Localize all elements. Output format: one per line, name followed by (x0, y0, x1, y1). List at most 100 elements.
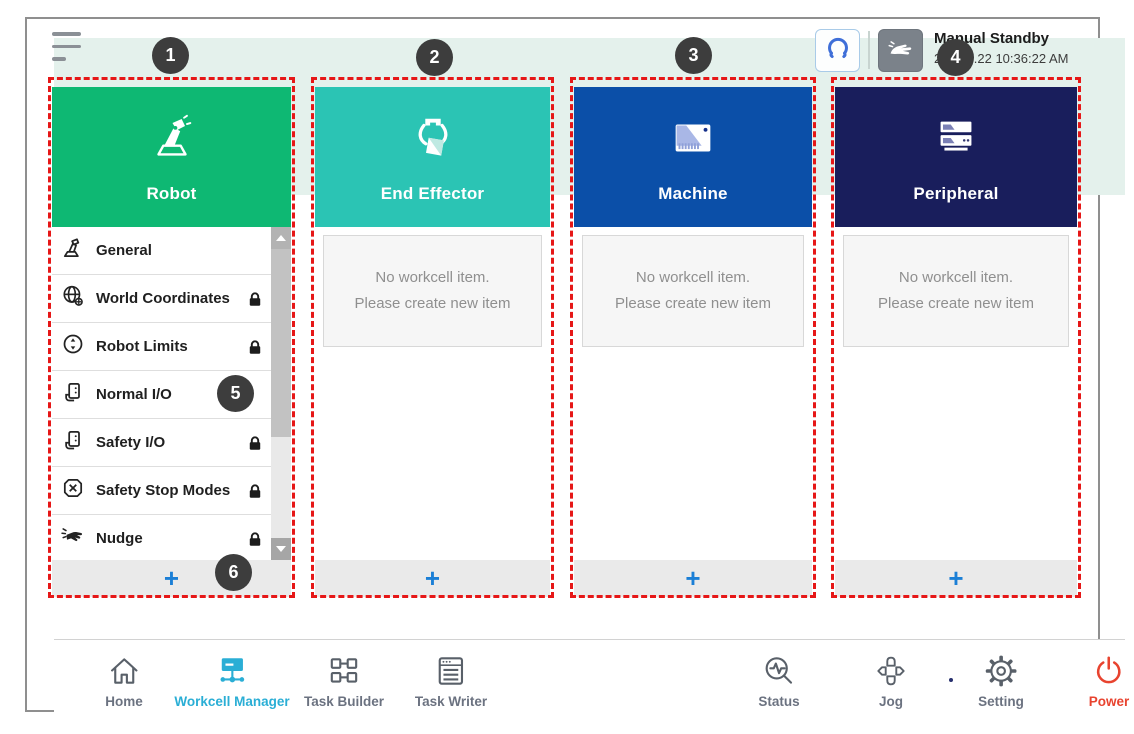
list-item-world-coordinates[interactable]: World Coordinates (52, 275, 271, 323)
nav-label: Status (758, 694, 800, 709)
robot-item-list: General World Coordinates (52, 227, 271, 560)
list-item-robot-limits[interactable]: Robot Limits (52, 323, 271, 371)
empty-state-box: No workcell item. Please create new item (582, 235, 804, 347)
lock-icon (247, 531, 263, 547)
machine-body: No workcell item. Please create new item (574, 227, 812, 560)
safety-stop-icon (61, 476, 85, 505)
column-title: Robot (146, 183, 197, 203)
list-item-label: Nudge (96, 530, 143, 547)
triangle-down-icon (276, 546, 286, 552)
nudge-icon (61, 524, 85, 553)
list-item-safety-stop-modes[interactable]: Safety Stop Modes (52, 467, 271, 515)
manual-mode-button[interactable] (878, 29, 923, 72)
scrollbar-down-button[interactable] (271, 538, 291, 560)
workcell-column-peripheral: Peripheral No workcell item. Please crea… (835, 87, 1077, 597)
lock-icon (247, 435, 263, 451)
setting-icon (978, 651, 1024, 691)
jog-icon (873, 651, 909, 691)
add-peripheral-item-button[interactable]: + (835, 560, 1077, 597)
empty-state-line: No workcell item. (898, 269, 1014, 286)
list-scrollbar (271, 227, 291, 560)
list-item-label: Normal I/O (96, 386, 172, 403)
workcell-column-machine: Machine No workcell item. Please create … (574, 87, 812, 597)
nav-item-workcell-manager[interactable]: Workcell Manager (174, 651, 290, 709)
nav-separator-dot (949, 678, 953, 682)
gripper-icon (822, 32, 854, 69)
robot-limits-icon (61, 332, 85, 361)
lock-icon (247, 291, 263, 307)
bottom-nav-bar: Home Workcell Manager (54, 639, 1129, 729)
add-machine-item-button[interactable]: + (574, 560, 812, 597)
robot-column-header[interactable]: Robot (52, 87, 291, 227)
workcell-column-robot: Robot General (52, 87, 291, 597)
nav-label: Power (1088, 694, 1130, 709)
nav-item-power[interactable]: Power (1088, 651, 1130, 709)
status-icon (758, 651, 799, 691)
list-item-safety-io[interactable]: Safety I/O (52, 419, 271, 467)
empty-state-line: Please create new item (615, 295, 771, 312)
list-item-label: Safety Stop Modes (96, 482, 231, 499)
menu-hamburger-icon[interactable] (52, 32, 82, 64)
callout-badge-4: 4 (937, 39, 974, 76)
plus-icon: + (424, 562, 441, 593)
nav-item-task-builder[interactable]: Task Builder (304, 651, 384, 709)
nav-item-setting[interactable]: Setting (978, 651, 1024, 709)
peripheral-icon (929, 111, 983, 170)
lock-icon (247, 483, 263, 499)
list-item-label: World Coordinates (96, 290, 230, 307)
nav-label: Setting (978, 694, 1024, 709)
callout-badge-5: 5 (217, 375, 254, 412)
io-icon (61, 380, 85, 409)
list-item-label: General (96, 242, 152, 259)
end-effector-column-header[interactable]: End Effector (315, 87, 550, 227)
machine-column-header[interactable]: Machine (574, 87, 812, 227)
plus-icon: + (685, 562, 701, 593)
nav-label: Workcell Manager (174, 694, 290, 709)
gripper-box-icon (406, 111, 460, 170)
list-item-general[interactable]: General (52, 227, 271, 275)
callout-badge-2: 2 (416, 39, 453, 76)
power-icon (1089, 651, 1130, 691)
manual-hand-icon (885, 32, 917, 69)
list-item-nudge[interactable]: Nudge (52, 515, 271, 560)
robot-item-list-container: General World Coordinates (52, 227, 291, 560)
header-divider (868, 31, 870, 69)
empty-state-line: No workcell item. (375, 269, 490, 286)
end-effector-body: No workcell item. Please create new item (315, 227, 550, 560)
add-end-effector-item-button[interactable]: + (315, 560, 550, 597)
nav-label: Task Builder (303, 694, 385, 709)
peripheral-body: No workcell item. Please create new item (835, 227, 1077, 560)
scrollbar-up-button[interactable] (271, 227, 291, 249)
empty-state-line: Please create new item (878, 295, 1034, 312)
column-title: Machine (658, 183, 728, 203)
nav-label: Home (105, 694, 143, 709)
empty-state-line: Please create new item (354, 295, 511, 312)
triangle-up-icon (276, 235, 286, 241)
scrollbar-thumb[interactable] (271, 249, 291, 437)
empty-state-box: No workcell item. Please create new item (323, 235, 542, 347)
task-builder-icon (304, 651, 384, 691)
nav-item-home[interactable]: Home (105, 651, 143, 709)
task-writer-icon (415, 651, 487, 691)
nav-item-task-writer[interactable]: Task Writer (415, 651, 487, 709)
io-icon (61, 428, 85, 457)
lock-icon (247, 339, 263, 355)
robot-arm-icon (145, 111, 199, 170)
nav-item-status[interactable]: Status (758, 651, 800, 709)
peripheral-column-header[interactable]: Peripheral (835, 87, 1077, 227)
gripper-mode-button[interactable] (815, 29, 860, 72)
add-robot-item-button[interactable]: + (52, 560, 291, 597)
callout-badge-3: 3 (675, 37, 712, 74)
plus-icon: + (163, 562, 180, 593)
column-title: End Effector (380, 183, 485, 203)
list-item-label: Safety I/O (96, 434, 166, 451)
home-icon (105, 651, 143, 691)
list-item-label: Robot Limits (96, 338, 188, 355)
plus-icon: + (948, 562, 964, 593)
callout-badge-6: 6 (215, 554, 252, 591)
nav-label: Jog (878, 694, 903, 709)
nav-item-jog[interactable]: Jog (873, 651, 909, 709)
workcell-manager-icon (174, 651, 289, 691)
callout-badge-1: 1 (152, 37, 189, 74)
